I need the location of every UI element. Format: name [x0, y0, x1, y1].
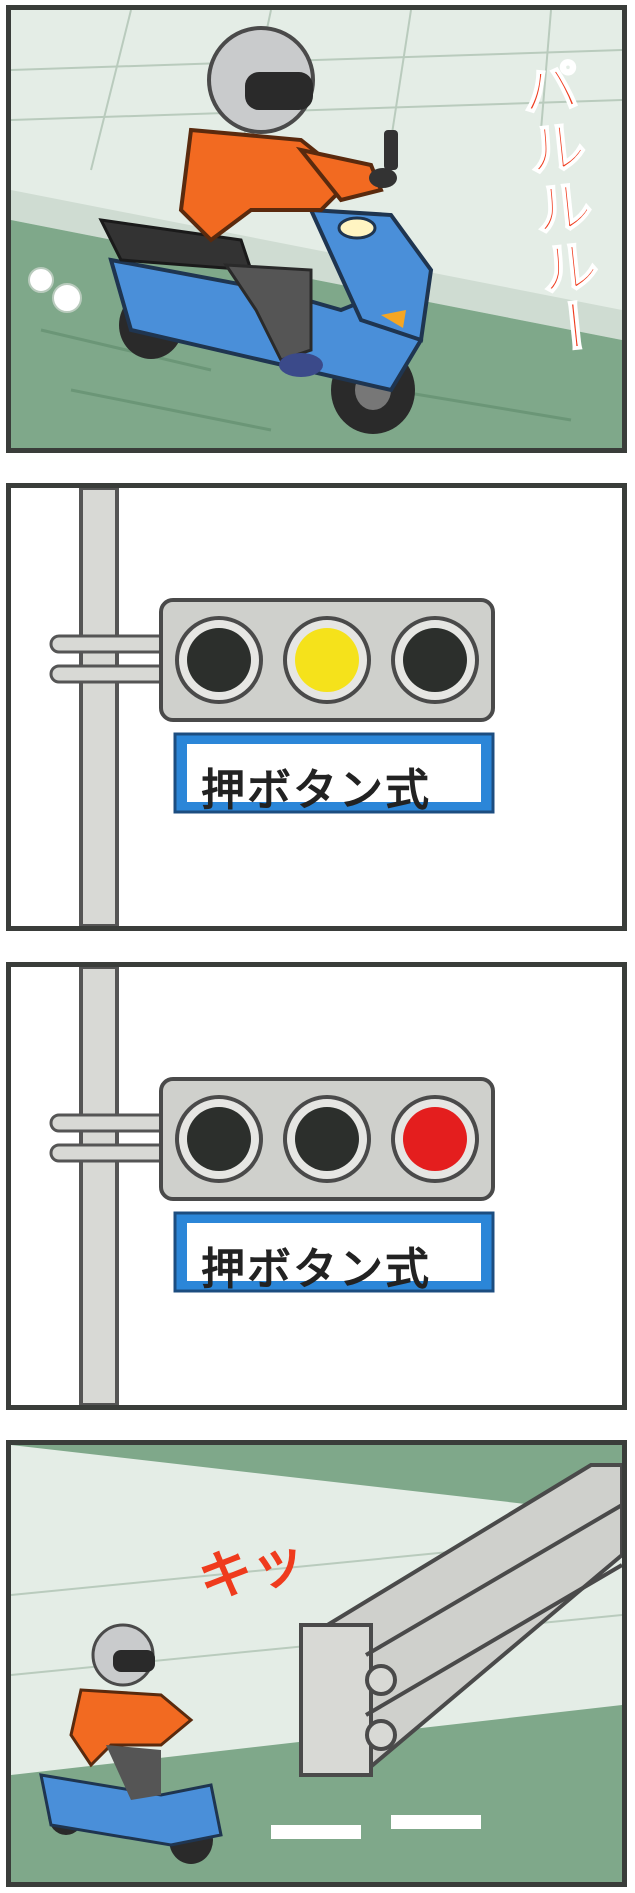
panel-2-signal-yellow: 押ボタン式 [6, 483, 627, 931]
panel-3-illustration [11, 967, 622, 1405]
panel-4-rider-stops: キッ [6, 1440, 627, 1887]
sign-text: 押ボタン式 [201, 765, 431, 816]
hedge [11, 1445, 622, 1515]
scooter-small [39, 1773, 223, 1864]
lamp-yellow-off [295, 1107, 359, 1171]
road-texture [40, 328, 572, 432]
exhaust-puff [52, 283, 82, 313]
signal-pole [79, 488, 119, 926]
panel-3-signal-red: 押ボタン式 [6, 962, 627, 1410]
lamp-red-lit [403, 1107, 467, 1171]
lamp-yellow-lit [295, 628, 359, 692]
panel-4-illustration [11, 1445, 622, 1882]
sign-text: 押ボタン式 [201, 1244, 431, 1295]
rider [178, 26, 398, 377]
lamp-green-off [187, 1107, 251, 1171]
signal-pole [79, 967, 119, 1405]
panel-2-illustration [11, 488, 622, 926]
rider-small [69, 1623, 194, 1800]
exhaust-puff [28, 267, 54, 293]
signal-housing-closeup [299, 1463, 622, 1778]
lamp-red-off [403, 628, 467, 692]
signal-lamps [175, 616, 479, 704]
signal-lamps [175, 1095, 479, 1183]
panel-1-illustration [11, 10, 622, 448]
lamp-green-off [187, 628, 251, 692]
panel-1-rider: パルルルー [6, 5, 627, 453]
